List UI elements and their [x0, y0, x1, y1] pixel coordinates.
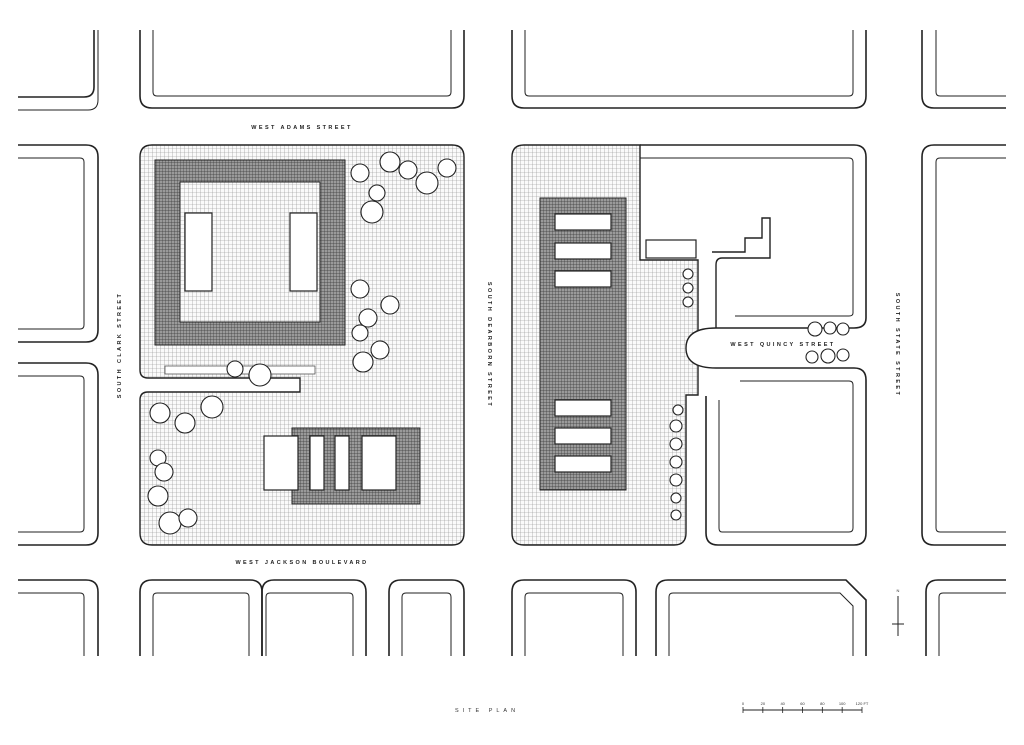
scale-bar: 0 20 40 60 80 100 120 FT	[742, 701, 869, 713]
block-bottom-1	[18, 579, 99, 656]
block-far-east-1-inner	[935, 157, 1006, 533]
block-top-4-inner	[935, 30, 1006, 97]
block-east-north	[640, 144, 867, 329]
west-plaza	[139, 144, 465, 546]
block-far-east-1	[921, 144, 1006, 546]
block-bottom-7	[925, 579, 1006, 656]
block-bottom-7-inner	[938, 592, 1006, 656]
block-east-south-inner	[718, 380, 854, 533]
core-north-left	[184, 212, 213, 292]
street-label-east-cross: WEST QUINCY STREET	[730, 342, 835, 348]
tower-east-arcade	[539, 197, 627, 491]
block-top-1	[18, 30, 95, 98]
street-label-west: SOUTH CLARK STREET	[117, 292, 123, 398]
block-bottom-6-inner	[668, 592, 854, 656]
east-notch	[712, 217, 771, 328]
scale-tick-label: 20	[761, 701, 766, 706]
quincy-plaza	[685, 327, 735, 369]
block-bottom-4-inner	[401, 592, 452, 656]
pavilion-core-2	[334, 435, 350, 491]
block-top-3	[511, 30, 867, 109]
street-label-east: SOUTH STATE STREET	[894, 293, 900, 397]
east-plaza	[511, 144, 699, 546]
block-top-4	[921, 30, 1006, 109]
street-label-middle: SOUTH DEARBORN STREET	[486, 282, 492, 408]
city-blocks	[18, 30, 1006, 656]
pavilion-core-1	[309, 435, 325, 491]
block-bottom-5	[511, 579, 637, 656]
block-west-2-inner	[18, 375, 85, 533]
scale-tick-label: 40	[780, 701, 785, 706]
block-west-1-inner	[18, 157, 85, 330]
scale-tick-label: 60	[800, 701, 805, 706]
pavilion-wing-right	[361, 435, 397, 491]
street-label-south: WEST JACKSON BOULEVARD	[235, 560, 368, 566]
drawing-caption: SITE PLAN	[455, 708, 519, 714]
tower-east-cores	[554, 213, 612, 473]
block-bottom-3-inner	[265, 592, 354, 656]
block-east-north-inner	[640, 157, 854, 317]
scale-tick-label: 100	[839, 701, 846, 706]
block-bottom-3	[261, 579, 367, 656]
north-arrow: N	[892, 588, 904, 636]
block-top-2	[139, 30, 465, 109]
scale-tick-label: 80	[820, 701, 825, 706]
street-label-north: WEST ADAMS STREET	[251, 125, 352, 131]
trees	[147, 151, 850, 535]
block-bottom-5-inner	[524, 592, 624, 656]
scale-tick-label: 120 FT	[856, 701, 869, 706]
block-east-south	[705, 367, 867, 546]
block-bottom-1-inner	[18, 592, 85, 656]
block-west-1	[18, 144, 99, 343]
block-bottom-6	[655, 579, 867, 656]
pavilion-wing-left	[263, 435, 299, 491]
block-bottom-2	[139, 579, 263, 656]
block-top-2-inner	[152, 30, 452, 97]
block-top-3-inner	[524, 30, 854, 97]
small-pavilion	[645, 239, 697, 259]
scale-tick-label: 0	[742, 701, 745, 706]
block-top-1-inner	[18, 30, 99, 111]
block-bottom-2-inner	[152, 592, 250, 656]
block-west-2	[18, 362, 99, 546]
north-arrow-label: N	[897, 588, 900, 593]
core-north-right	[289, 212, 318, 292]
block-bottom-4	[388, 579, 465, 656]
